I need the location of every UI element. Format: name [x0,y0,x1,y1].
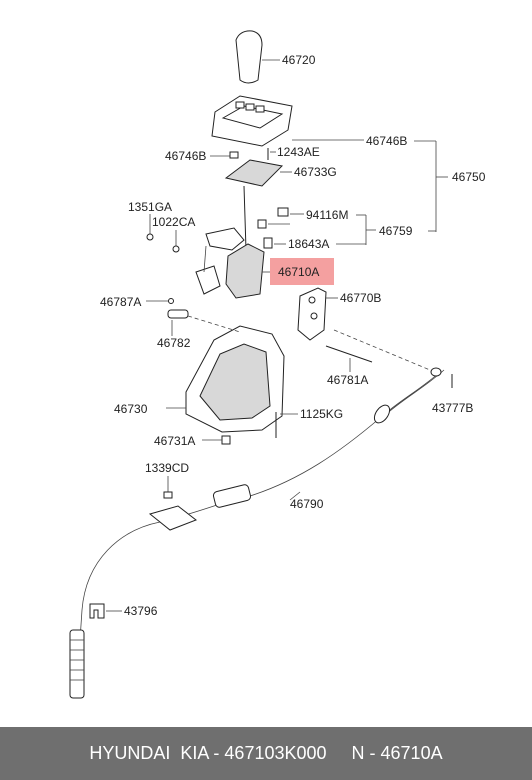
bulb-18643a [263,237,273,249]
clip-1339cd [163,491,173,499]
label-94116m: 94116M [306,208,348,222]
shift-cable [69,367,445,699]
assembly-bracket-46750 [435,141,448,232]
bolt-1351ga [146,233,154,241]
screw-1243ae [267,148,276,160]
nut-1022ca [172,245,180,253]
bushing-46782 [167,309,189,319]
base-housing [166,325,285,433]
label-46750: 46750 [452,170,486,184]
label-46790: 46790 [290,497,324,511]
pin-46787a [168,298,174,304]
label-46720: 46720 [282,53,316,67]
label-46782: 46782 [157,336,191,350]
label-43796: 43796 [124,604,158,618]
shift-rod [243,185,247,251]
highlight-46710a [270,258,334,285]
label-46759: 46759 [379,224,413,238]
clip-43796 [89,603,105,619]
cable-bracket [297,287,338,341]
label-46746b-right: 46746B [366,134,407,148]
label-46731a: 46731A [154,434,195,448]
pin-46781a [325,345,373,363]
label-46746b-left: 46746B [165,149,206,163]
part-number-footer: HYUNDAI KIA - 467103K000 N - 46710A [0,727,532,780]
guide-plate [224,159,292,187]
label-1243ae: 1243AE [277,145,320,159]
label-46710a: 46710A [278,265,319,279]
label-46733g: 46733G [294,165,337,179]
switch-94116m [257,207,304,229]
label-1339cd: 1339CD [145,461,189,475]
label-1125kg: 1125KG [300,407,343,421]
label-46770b: 46770B [340,291,381,305]
parts-diagram: 46720 46746B 46750 46746B 1243AE 46733G … [69,30,486,699]
clip [229,151,239,159]
label-46730: 46730 [114,402,148,416]
shift-lever-assembly [195,227,265,299]
label-46781a: 46781A [327,373,368,387]
label-46787a: 46787A [100,295,141,309]
label-1022ca: 1022CA [152,215,195,229]
label-43777b: 43777B [432,401,473,415]
label-1351ga: 1351GA [128,200,172,214]
label-18643a: 18643A [288,237,329,251]
indicator-panel [211,95,364,147]
clip-46731a [221,435,231,445]
shift-knob [235,30,280,84]
